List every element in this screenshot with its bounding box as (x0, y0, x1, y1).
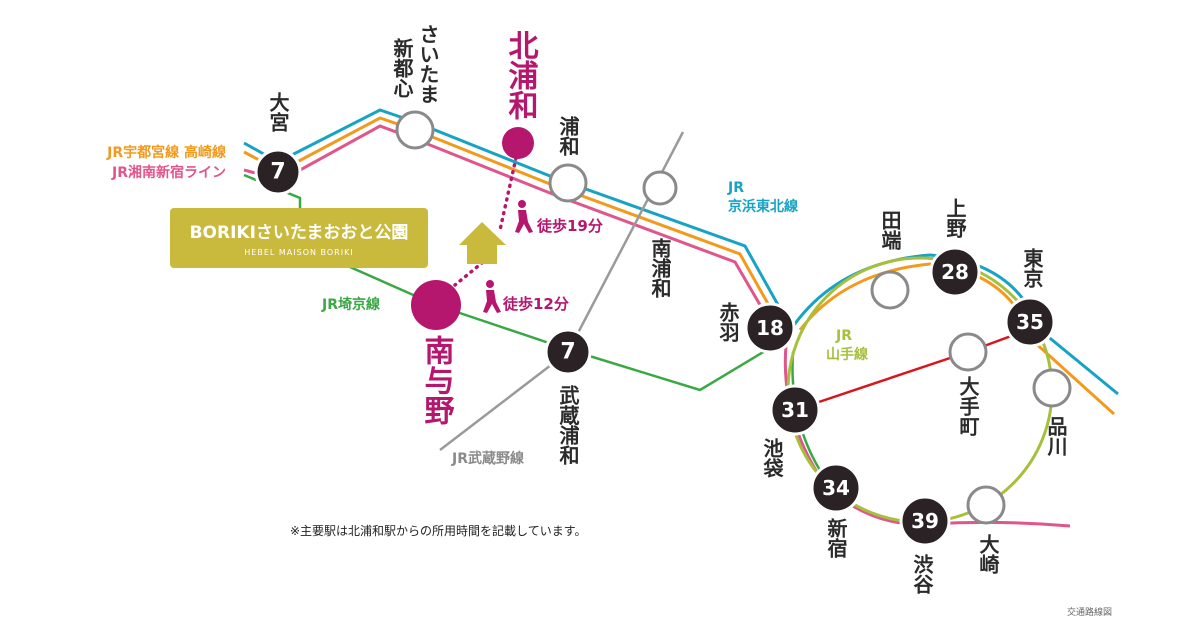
property-name: BORIKIさいたまおおと公園 (190, 223, 409, 243)
station-shinagawa-name: 品川 (1044, 416, 1068, 457)
station-omiya-marker[interactable] (254, 148, 302, 196)
station-ikebukuro-marker[interactable] (769, 384, 821, 436)
label-shonan-line: JR湘南新宿ライン (111, 164, 226, 181)
station-osaki-name: 大崎 (976, 534, 1000, 574)
station-minamiyono-marker[interactable] (411, 280, 461, 330)
label-yamanote-name: 山手線 (826, 346, 868, 363)
saikyo-line (243, 173, 791, 392)
label-musashino-line: JR武蔵野線 (451, 450, 524, 467)
station-otemachi-marker[interactable] (948, 332, 988, 372)
station-minamiurawa-marker[interactable] (642, 170, 678, 206)
property-subname: HEBEL MAISON BORIKI (244, 248, 353, 257)
station-musashiurawa-marker[interactable] (544, 328, 592, 376)
station-shinjuku-minutes: 34 (822, 476, 850, 500)
station-shibuya-name: 渋谷 (910, 553, 934, 595)
map-caption: 交通路線図 (1067, 606, 1112, 618)
walk-time-kitaurawa: 徒歩19分 (536, 217, 603, 235)
station-saitama-shintoshin-name-col2: 新都心 (390, 37, 414, 98)
station-shinjuku-marker[interactable] (810, 462, 862, 514)
station-tokyo-marker[interactable] (1004, 296, 1056, 348)
property-box[interactable] (170, 208, 428, 268)
station-omiya-name: 大宮 (266, 92, 290, 133)
footnote: ※主要駅は北浦和駅からの所用時間を記載しています。 (290, 523, 587, 538)
station-ueno-marker[interactable] (929, 246, 981, 298)
walker-icon (483, 280, 501, 313)
walker-icon (515, 200, 533, 233)
station-saitama-shintoshin-marker[interactable] (395, 110, 435, 150)
station-shibuya-marker[interactable] (899, 495, 951, 547)
label-utsunomiya-line: JR宇都宮線 高崎線 (106, 144, 226, 161)
station-musashiurawa-name: 武蔵浦和 (556, 385, 580, 465)
station-shibuya-minutes: 39 (911, 509, 939, 533)
station-tokyo-minutes: 35 (1016, 310, 1044, 334)
label-keihin-name: 京浜東北線 (728, 198, 798, 215)
station-akabane-minutes: 18 (756, 316, 784, 340)
station-ikebukuro-name: 池袋 (760, 438, 784, 478)
station-tabata-marker[interactable] (870, 270, 910, 310)
station-saitama-shintoshin-name-col1: さいたま (416, 24, 440, 104)
station-ikebukuro-minutes: 31 (781, 398, 809, 422)
station-shinjuku-name: 新宿 (824, 517, 848, 558)
red-line (794, 324, 1039, 412)
station-tokyo-name: 東京 (1020, 248, 1044, 288)
station-akabane-name: 赤羽 (716, 301, 740, 342)
station-minamiurawa-name: 南浦和 (648, 238, 672, 298)
station-urawa-name: 浦和 (556, 115, 580, 156)
house-icon (459, 222, 506, 264)
station-kitaurawa-marker[interactable] (502, 127, 534, 159)
station-akabane-marker[interactable] (744, 302, 796, 354)
station-tabata-name: 田端 (878, 210, 902, 251)
walk-time-minamiyono: 徒歩12分 (502, 295, 569, 313)
label-yamanote-jr: JR (835, 328, 852, 344)
station-osaki-marker[interactable] (966, 485, 1006, 525)
label-saikyo-line: JR埼京線 (321, 296, 380, 313)
walk-path-kitaurawa (498, 156, 518, 232)
station-ueno-minutes: 28 (941, 260, 969, 284)
station-kitaurawa-name: 北浦和 (503, 30, 539, 120)
label-keihin-jr: JR (727, 180, 744, 196)
station-omiya-minutes: 7 (270, 160, 285, 185)
station-urawa-marker[interactable] (548, 163, 588, 203)
station-otemachi-name: 大手町 (956, 376, 980, 436)
station-ueno-name: 上野 (943, 198, 967, 238)
station-minamiyono-name: 南与野 (419, 335, 455, 425)
station-musashiurawa-minutes: 7 (560, 340, 575, 365)
station-shinagawa-marker[interactable] (1032, 368, 1072, 408)
